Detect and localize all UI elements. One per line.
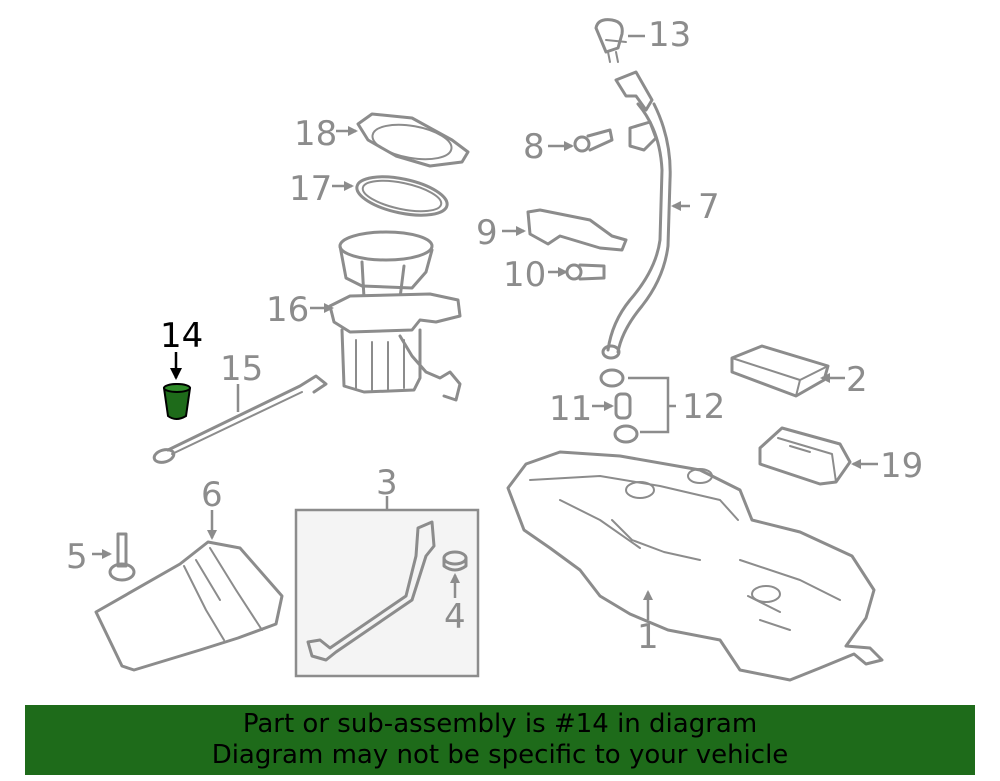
- part-4-pad[interactable]: [442, 550, 468, 572]
- part-6-heat-shield[interactable]: [94, 540, 284, 672]
- label-1: 1: [637, 617, 659, 657]
- parts-diagram: 13 7 8 18 17 9 10: [66, 15, 923, 682]
- info-banner: Part or sub-assembly is #14 in diagram D…: [25, 705, 975, 775]
- label-18: 18: [294, 114, 337, 154]
- label-12: 12: [682, 387, 725, 427]
- label-13: 13: [648, 15, 691, 55]
- label-19: 19: [880, 446, 923, 486]
- part-15-sender[interactable]: [152, 374, 328, 464]
- label-15: 15: [220, 349, 263, 389]
- label-16: 16: [266, 290, 309, 330]
- label-4: 4: [444, 597, 466, 637]
- part-12-clamps[interactable]: [599, 368, 639, 444]
- part-8-bolt[interactable]: [573, 128, 614, 153]
- part-17-gasket[interactable]: [353, 170, 450, 222]
- part-16-fuel-pump-module[interactable]: [328, 230, 462, 402]
- part-2-pad[interactable]: [730, 344, 830, 398]
- part-3-strap-box[interactable]: [294, 508, 480, 678]
- part-14-highlighted[interactable]: [162, 383, 192, 420]
- label-9: 9: [476, 213, 498, 253]
- label-6: 6: [201, 475, 223, 515]
- part-5-bolt[interactable]: [108, 532, 136, 582]
- label-7: 7: [698, 187, 720, 227]
- part-19-module[interactable]: [758, 426, 852, 486]
- label-5: 5: [66, 537, 88, 577]
- label-2: 2: [846, 360, 868, 400]
- label-17: 17: [289, 169, 332, 209]
- part-1-fuel-tank[interactable]: [506, 450, 884, 682]
- label-8: 8: [523, 127, 545, 167]
- label-10: 10: [503, 255, 546, 295]
- part-11-hose[interactable]: [614, 392, 632, 420]
- part-9-bracket[interactable]: [526, 208, 628, 252]
- part-13-cap[interactable]: [594, 18, 627, 63]
- leader-12: [628, 376, 670, 434]
- label-11: 11: [549, 389, 592, 429]
- part-18-lock-ring[interactable]: [356, 112, 470, 168]
- part-10-bolt[interactable]: [565, 263, 606, 281]
- banner-line-2: Diagram may not be specific to your vehi…: [211, 740, 789, 770]
- label-3: 3: [376, 463, 398, 503]
- banner-line-1: Part or sub-assembly is #14 in diagram: [242, 709, 758, 739]
- label-14: 14: [160, 316, 203, 356]
- part-7-filler-pipe[interactable]: [601, 70, 672, 360]
